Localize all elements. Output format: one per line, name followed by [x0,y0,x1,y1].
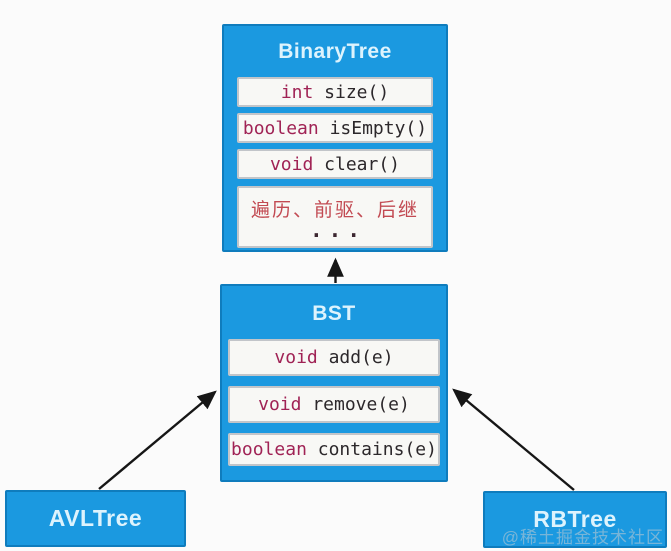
method-keyword: void [269,153,314,175]
method-keyword: void [274,347,318,368]
method-signature: isEmpty() [318,117,428,139]
method-keyword: int [280,81,314,103]
class-title-rbtree: RBTree [533,506,617,532]
method-row-isempty: boolean isEmpty() [237,113,433,143]
method-signature: remove(e) [301,394,410,415]
edge-avltree-to-bst-arrow [98,390,217,490]
watermark-text: @稀土掘金技术社区 [501,528,664,547]
class-box-avltree: AVLTree [5,490,186,547]
class-title-bst: BST [312,302,356,325]
note-row-traversal: 遍历、前驱、后继 ... [237,186,433,248]
method-row-remove: void remove(e) [228,386,440,423]
method-row-clear: void clear() [237,149,433,179]
class-title-binarytree: BinaryTree [278,40,392,63]
method-signature: contains(e) [306,439,437,460]
class-box-rbtree: RBTree [483,491,667,548]
class-box-bst: BST void add(e) void remove(e) boolean c… [220,284,448,482]
class-box-binarytree: BinaryTree int size() boolean isEmpty() … [222,24,448,252]
note-text-cn: 遍历、前驱、后继 [250,200,419,221]
edge-rbtree-to-bst-arrow [452,388,575,491]
method-signature: clear() [313,153,401,175]
method-row-contains: boolean contains(e) [228,433,440,466]
method-keyword: boolean [242,117,319,139]
class-title-avltree: AVLTree [48,505,143,531]
method-row-size: int size() [237,77,433,107]
method-keyword: boolean [231,439,307,460]
method-row-add: void add(e) [228,339,440,376]
method-signature: add(e) [317,347,394,368]
method-keyword: void [258,394,302,415]
method-signature: size() [313,81,390,103]
note-ellipsis: ... [310,218,366,242]
